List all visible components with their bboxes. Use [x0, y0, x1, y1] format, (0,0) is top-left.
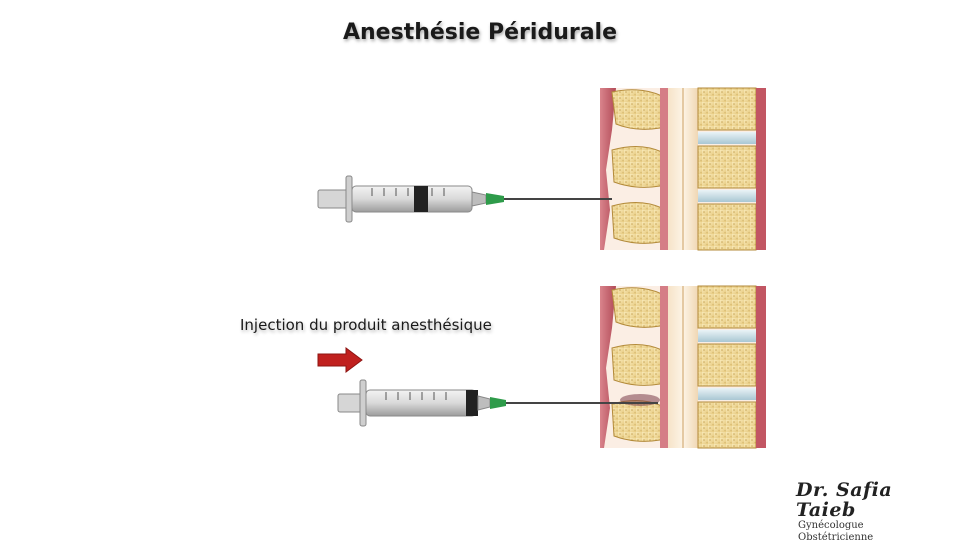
spine-section-top	[600, 87, 766, 251]
signature-name: Dr. Safia Taieb	[796, 479, 893, 521]
injection-caption: Injection du produit anesthésique	[240, 316, 492, 334]
arrow-right-icon	[317, 347, 363, 373]
syringe-icon	[337, 379, 658, 427]
syringe-icon	[317, 175, 612, 223]
signature-subtitle: Gynécologue Obstétricienne	[798, 520, 874, 543]
spine-section-bottom	[600, 285, 766, 449]
author-signature: Dr. Safia Taieb Gynécologue Obstétricien…	[796, 480, 936, 544]
page-title: Anesthésie Péridurale	[342, 20, 618, 45]
